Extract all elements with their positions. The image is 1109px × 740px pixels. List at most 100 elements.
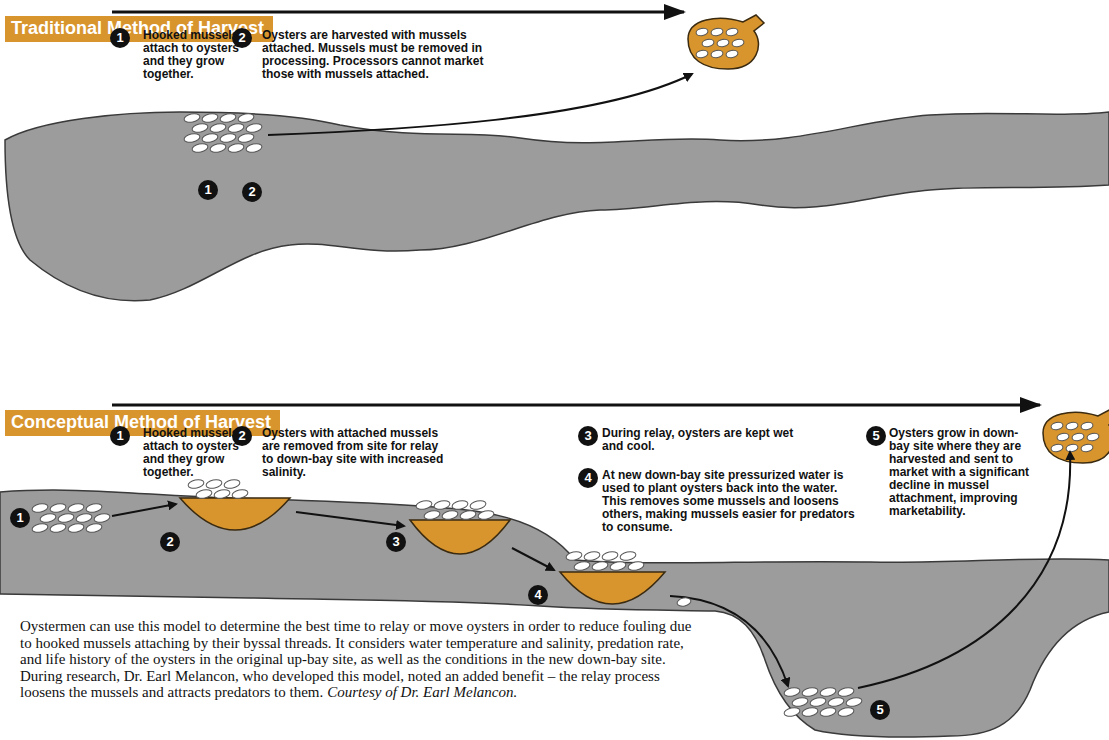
callout-number: 1 <box>10 508 30 528</box>
oyster <box>219 112 236 123</box>
oyster <box>39 512 56 523</box>
oyster <box>237 132 254 143</box>
oyster <box>1056 432 1069 441</box>
oyster <box>1080 443 1093 452</box>
oyster <box>441 509 458 520</box>
oyster <box>725 27 738 36</box>
oyster <box>591 560 608 571</box>
oyster <box>237 112 254 123</box>
oyster <box>67 522 84 533</box>
oyster <box>85 522 102 533</box>
oyster <box>565 550 582 561</box>
oyster <box>183 132 200 143</box>
relay-basket <box>180 498 290 530</box>
oyster <box>837 686 854 697</box>
oyster <box>837 706 854 717</box>
callout-number: 1 <box>110 28 130 48</box>
oyster <box>710 49 723 58</box>
oyster <box>1065 443 1078 452</box>
flow-arrow <box>670 596 788 686</box>
oyster <box>809 696 826 707</box>
oyster-sack <box>688 15 764 69</box>
oyster <box>583 550 600 561</box>
credit-note: Courtesy of Dr. Earl Melancon. <box>327 684 517 700</box>
oyster <box>191 122 208 133</box>
oyster <box>819 686 836 697</box>
callout-number: 2 <box>232 426 252 446</box>
oyster <box>731 38 744 47</box>
oyster <box>725 49 738 58</box>
oyster <box>710 27 723 36</box>
oyster <box>801 686 818 697</box>
step-text: Hooked mussels attach to oysters and the… <box>143 427 243 479</box>
oyster <box>433 499 450 510</box>
oyster <box>609 560 626 571</box>
step-text: Oysters are harvested with mussels attac… <box>262 29 490 81</box>
oyster <box>423 509 440 520</box>
oyster <box>1071 432 1084 441</box>
oyster <box>573 560 590 571</box>
oyster <box>195 488 212 499</box>
oyster <box>187 478 204 489</box>
oyster <box>93 512 110 523</box>
oyster-sack <box>1043 409 1109 463</box>
oyster <box>223 478 240 489</box>
bay-upper <box>5 112 1109 301</box>
oyster <box>231 488 248 499</box>
callout-number: 5 <box>866 426 886 446</box>
oyster <box>219 132 236 143</box>
oyster <box>819 706 836 717</box>
callout-number: 4 <box>528 585 548 605</box>
oyster <box>601 550 618 561</box>
callout-number: 2 <box>242 182 262 202</box>
flow-arrow <box>112 504 176 516</box>
callout-number: 3 <box>386 532 406 552</box>
oyster <box>676 597 691 608</box>
callout-number: 4 <box>578 468 598 488</box>
oyster <box>67 502 84 513</box>
oyster <box>227 122 244 133</box>
oyster <box>183 112 200 123</box>
oyster <box>627 560 644 571</box>
flow-arrow <box>268 74 692 135</box>
oyster <box>477 509 494 520</box>
oyster <box>827 696 844 707</box>
oyster <box>791 696 808 707</box>
oyster <box>695 27 708 36</box>
timeline-arrow <box>112 11 684 14</box>
oyster <box>716 38 729 47</box>
oyster <box>415 499 432 510</box>
callout-number: 3 <box>578 426 598 446</box>
oyster <box>701 38 714 47</box>
oyster <box>1065 421 1078 430</box>
oyster <box>209 122 226 133</box>
bay-lower <box>0 490 1109 737</box>
oyster <box>213 488 230 499</box>
oyster <box>49 522 66 533</box>
oyster <box>245 122 262 133</box>
step-text: Oysters grow in down-bay site where they… <box>889 427 1037 518</box>
oyster <box>205 478 222 489</box>
oyster <box>783 686 800 697</box>
oyster <box>845 696 862 707</box>
callout-number: 1 <box>198 180 218 200</box>
oyster <box>459 509 476 520</box>
caption-block: Oystermen can use this model to determin… <box>20 618 700 701</box>
oyster <box>209 142 226 153</box>
oyster <box>1050 443 1063 452</box>
oyster <box>201 112 218 123</box>
relay-basket <box>560 572 665 604</box>
oyster <box>49 502 66 513</box>
oyster <box>695 49 708 58</box>
oyster <box>469 499 486 510</box>
callout-number: 2 <box>232 28 252 48</box>
oyster <box>1086 432 1099 441</box>
step-text: At new down-bay site pressurized water i… <box>602 469 864 534</box>
step-text: Hooked mussels attach to oysters and the… <box>143 29 243 81</box>
oyster <box>1050 421 1063 430</box>
oyster <box>451 499 468 510</box>
callout-number: 1 <box>110 426 130 446</box>
oyster <box>1080 421 1093 430</box>
flow-arrow <box>512 548 554 570</box>
